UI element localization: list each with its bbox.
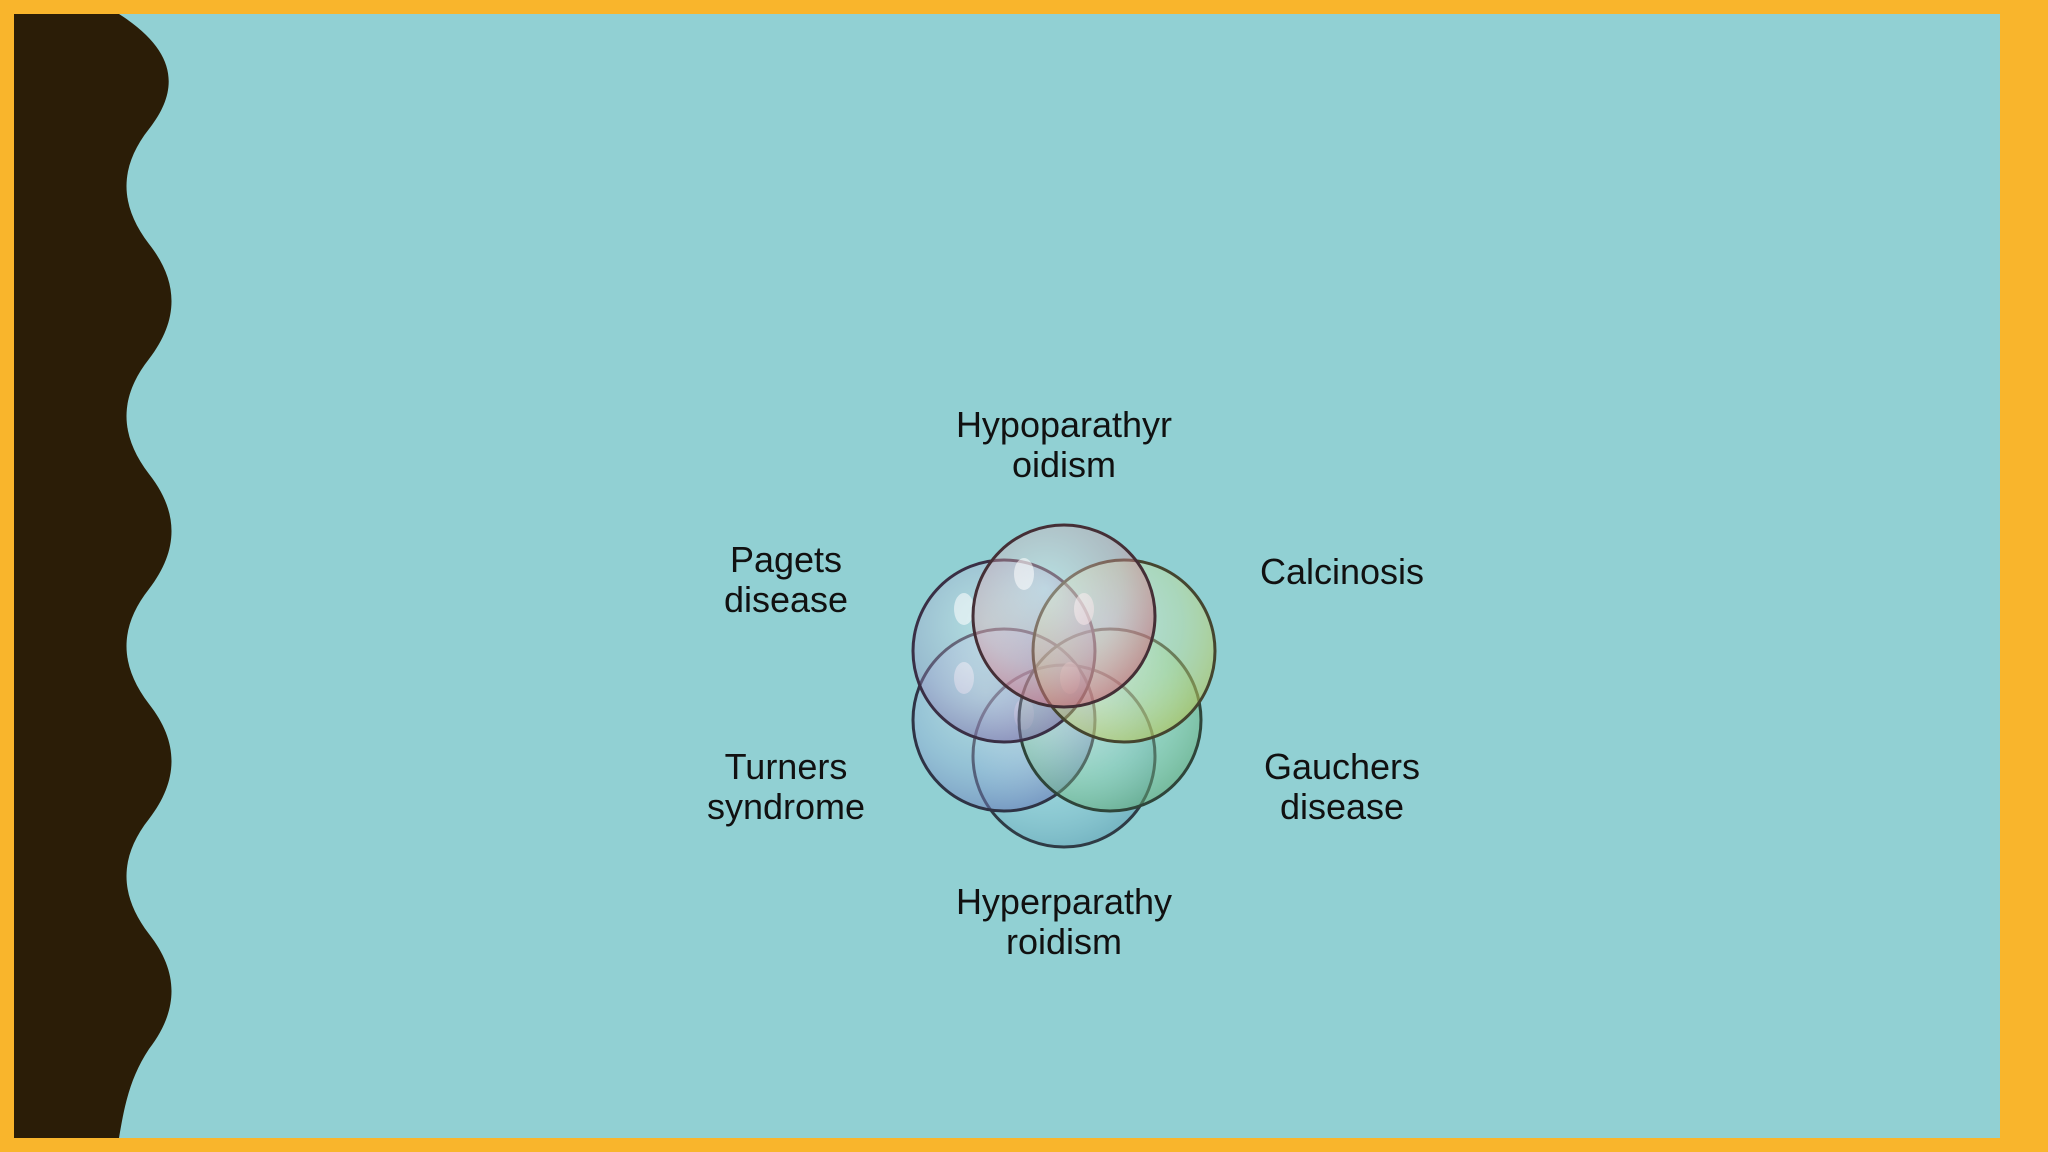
label-calcinosis: Calcinosis: [1259, 551, 1425, 592]
label-hypoparathyroidism: Hypoparathyr oidism: [955, 404, 1173, 485]
circle-top: [971, 523, 1157, 709]
label-pagets-disease: Pagets disease: [723, 539, 849, 620]
wavy-side-band: [14, 14, 172, 1138]
label-turners-syndrome: Turners syndrome: [706, 746, 866, 827]
overlapping-circles-diagram: [911, 523, 1217, 849]
label-gauchers-disease: Gauchers disease: [1263, 746, 1421, 827]
label-hyperparathyroidism: Hyperparathy roidism: [955, 881, 1173, 962]
slide-panel: Hypoparathyr oidism Pagets disease Calci…: [14, 14, 2000, 1138]
